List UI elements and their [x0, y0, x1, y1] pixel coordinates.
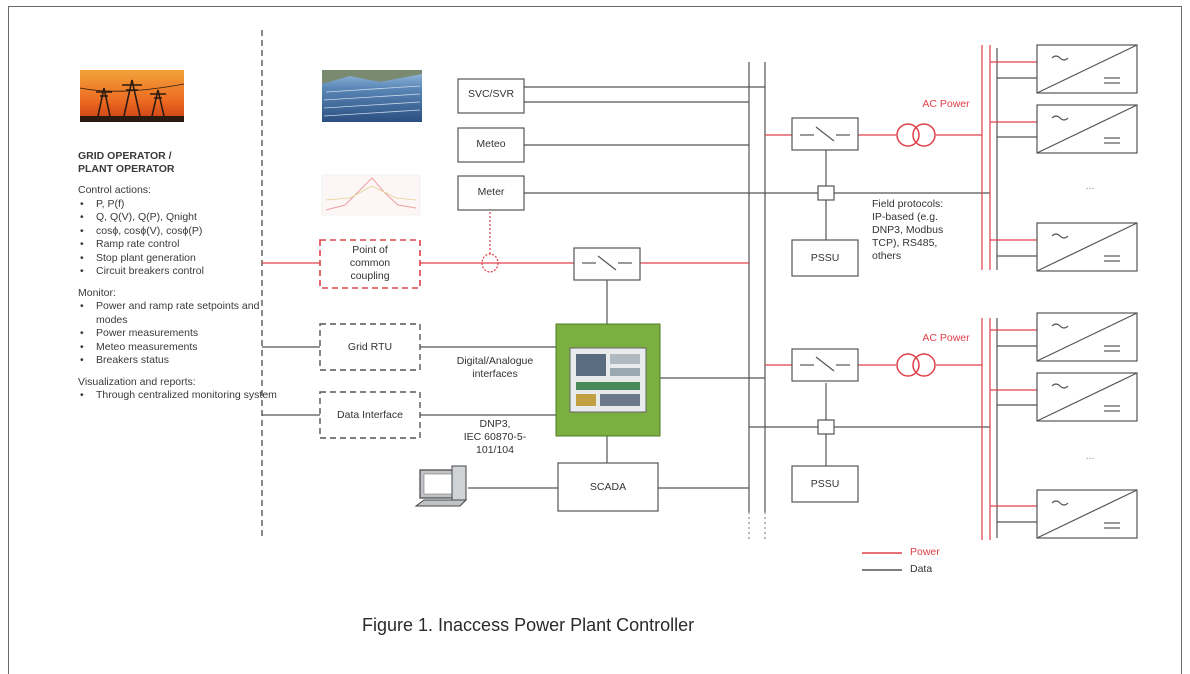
junction-box [817, 185, 835, 201]
pcc-label-line: coupling [350, 270, 390, 282]
junction-box [817, 419, 835, 435]
meter-chart-thumbnail [321, 174, 421, 216]
list-item: Power and ramp rate setpoints and modes [78, 300, 278, 327]
bus-continuation [748, 512, 766, 540]
scada-label: SCADA [589, 481, 627, 493]
list-item: Q, Q(V), Q(P), Qnight [78, 211, 278, 225]
label-line: others [872, 250, 902, 262]
more-inverters-bottom: ... [1085, 450, 1095, 462]
pcc-label-line: common [349, 257, 391, 269]
figure-frame [8, 6, 1182, 674]
pssu-top-label: PSSU [810, 252, 840, 264]
label-line: Digital/Analogue [456, 355, 534, 367]
pcc-label-line: Point of [352, 244, 388, 256]
solar-field-image [322, 70, 422, 122]
pssu-top-box [791, 239, 859, 277]
list-item: Meteo measurements [78, 341, 278, 355]
label-line: interfaces [472, 368, 518, 380]
section-heading: Visualization and reports: [78, 375, 196, 388]
svc-box [457, 78, 525, 114]
scada-box [557, 462, 659, 512]
switch-icon [573, 247, 641, 281]
operator-title-line: PLANT OPERATOR [78, 163, 175, 175]
label-line: DNP3, Modbus [872, 224, 944, 236]
pssu-bottom-label: PSSU [810, 478, 840, 490]
power-plant-controller [555, 323, 661, 437]
list-item: Power measurements [78, 327, 278, 341]
list-item: Circuit breakers control [78, 265, 278, 279]
legend-data-label: Data [910, 563, 933, 575]
grid-rtu-box [319, 323, 421, 371]
list-item: P, P(f) [78, 198, 278, 212]
data-interface-box [319, 391, 421, 439]
pylon-sunset-image [79, 70, 185, 122]
pcc-box [319, 239, 421, 289]
section-heading: Control actions: [78, 184, 151, 196]
data-lines [262, 48, 1037, 538]
list-item: Ramp rate control [78, 238, 278, 252]
grid-rtu-label: Grid RTU [347, 341, 393, 353]
switch-icon [791, 117, 859, 151]
svc-label: SVC/SVR [467, 88, 515, 100]
digital-analogue-label: Digital/Analogue interfaces [440, 355, 550, 381]
label-line: IEC 60870-5- [463, 431, 527, 443]
left-panel: GRID OPERATOR / PLANT OPERATOR Control a… [78, 150, 278, 403]
inverter-icons [1036, 44, 1138, 539]
label-line: DNP3, [479, 418, 511, 430]
field-protocols-label: Field protocols: IP-based (e.g. DNP3, Mo… [872, 198, 972, 263]
section-heading: Monitor: [78, 286, 116, 299]
label-line: IP-based (e.g. [872, 211, 938, 223]
data-interface-label: Data Interface [337, 409, 403, 421]
list-item: cosϕ, cosϕ(V), cosϕ(P) [78, 225, 278, 239]
label-line: TCP), RS485, [872, 237, 938, 249]
figure-caption: Figure 1. Inaccess Power Plant Controlle… [362, 615, 695, 635]
measurement-link [481, 212, 499, 273]
legend-power-label: Power [910, 546, 940, 558]
dnp3-label: DNP3, IEC 60870-5- 101/104 [440, 418, 550, 457]
operator-title: GRID OPERATOR / PLANT OPERATOR [78, 150, 278, 176]
list-item: Stop plant generation [78, 252, 278, 266]
pcc-label: Point of common coupling [320, 244, 420, 283]
meteo-label: Meteo [476, 138, 506, 150]
control-actions-section: Control actions: P, P(f) Q, Q(V), Q(P), … [78, 184, 278, 279]
label-line: Field protocols: [872, 198, 944, 210]
more-inverters-top: ... [1085, 180, 1095, 192]
meter-box [457, 175, 525, 211]
operator-title-line: GRID OPERATOR / [78, 150, 172, 162]
meter-label: Meter [477, 186, 505, 198]
label-line: 101/104 [476, 444, 514, 456]
switch-icon [791, 348, 859, 382]
visualization-section: Visualization and reports: Through centr… [78, 376, 278, 403]
power-lines [262, 45, 1037, 540]
monitor-section: Monitor: Power and ramp rate setpoints a… [78, 287, 278, 368]
ac-power-bottom-label: AC Power [922, 332, 970, 344]
computer-icon [414, 465, 468, 507]
pssu-bottom-box [791, 465, 859, 503]
transformer-icon [896, 353, 936, 377]
ac-power-top-label: AC Power [922, 98, 970, 110]
transformer-icon [896, 123, 936, 147]
meteo-box [457, 127, 525, 163]
list-item: Breakers status [78, 354, 278, 368]
list-item: Through centralized monitoring system [78, 389, 278, 403]
